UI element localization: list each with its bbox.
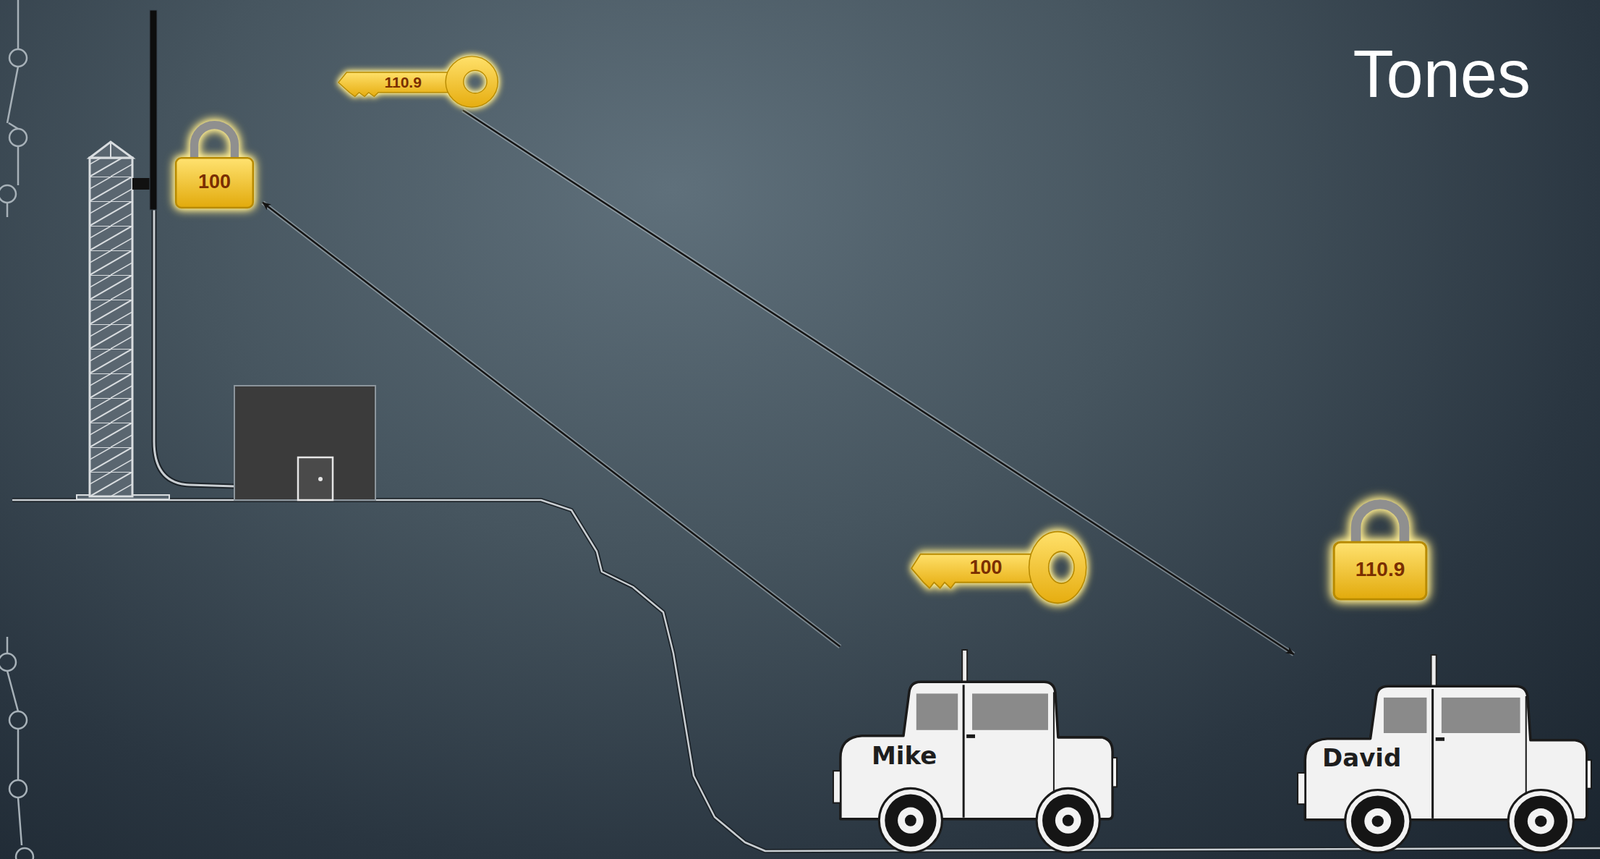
tone-lock: 100	[168, 119, 261, 212]
lock-shape	[1325, 497, 1436, 604]
connector-halo	[462, 109, 1295, 654]
tone-key: 110.9	[337, 54, 502, 109]
circuit-decoration	[0, 0, 34, 859]
text-block: 100	[969, 556, 1002, 579]
key-blade	[911, 554, 1033, 589]
text-block: 110.9	[384, 73, 421, 91]
tone-value: 110.9	[1355, 558, 1406, 581]
key-head	[445, 56, 498, 108]
tone-key: 100	[909, 529, 1091, 605]
tone-value: 110.9	[384, 73, 421, 91]
key-head	[1029, 531, 1087, 604]
car-figure	[1297, 654, 1592, 853]
lock-body	[1333, 541, 1427, 599]
lock-body	[175, 157, 254, 208]
signal-arrow	[462, 109, 1295, 654]
vehicle-node: David	[1296, 653, 1593, 853]
text-block: 110.9	[1355, 558, 1406, 581]
tone-value: 100	[198, 171, 231, 194]
lock-shackle	[1356, 504, 1405, 547]
slide-title: Tones	[1353, 37, 1532, 111]
vehicle-name: Mike	[871, 742, 937, 769]
vehicle-name: David	[1322, 744, 1402, 772]
antenna-mast	[132, 10, 235, 487]
text-block: 100	[198, 171, 231, 194]
lock-shape	[168, 119, 261, 212]
equipment-building	[234, 385, 376, 500]
text-block: Mike	[871, 742, 937, 769]
tone-value: 100	[969, 556, 1002, 579]
connector-halo	[262, 202, 840, 647]
car-figure	[833, 649, 1117, 853]
text-block: David	[1322, 744, 1402, 772]
tone-lock: 110.9	[1325, 497, 1436, 604]
signal-arrow	[262, 202, 840, 647]
lock-shackle	[194, 125, 236, 163]
vehicle-node: Mike	[831, 648, 1119, 853]
key-blade	[338, 72, 449, 97]
